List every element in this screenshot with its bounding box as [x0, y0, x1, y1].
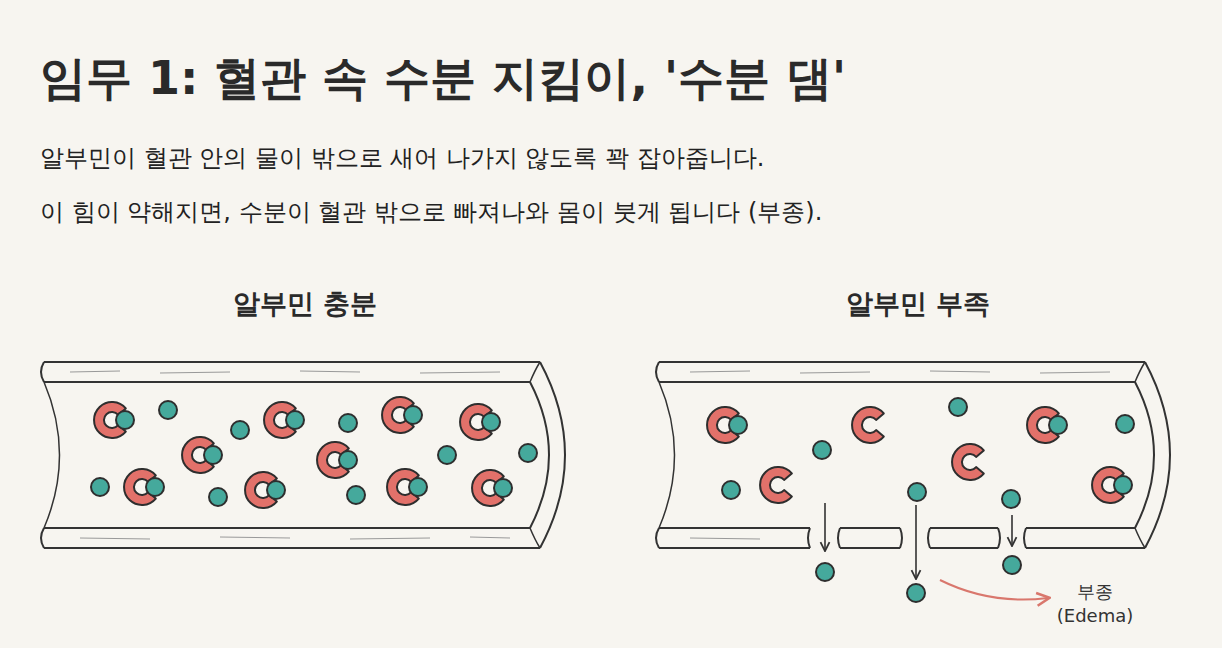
- leaked-water: [816, 556, 1021, 602]
- albumin-molecules-full: [91, 397, 537, 508]
- vessel-full: [40, 362, 565, 548]
- body-text: 알부민이 혈관 안의 물이 밖으로 새어 나가지 않도록 꽉 잡아줍니다.: [40, 142, 764, 174]
- edema-label: 부종 (Edema): [1050, 580, 1140, 629]
- title: 임무 1: 혈관 속 수분 지킴이, '수분 댐': [40, 48, 846, 110]
- leak-arrows: [825, 503, 1012, 578]
- panel-heading: 알부민 부족: [846, 286, 990, 322]
- edema-arrow: [940, 580, 1048, 600]
- albumin-molecules-low: [707, 398, 1134, 508]
- body-text: 이 힘이 약해지면, 수분이 혈관 밖으로 빠져나와 몸이 붓게 됩니다 (부종…: [40, 196, 822, 228]
- panel-heading: 알부민 충분: [233, 286, 377, 322]
- vessel-leaky: [655, 362, 1170, 548]
